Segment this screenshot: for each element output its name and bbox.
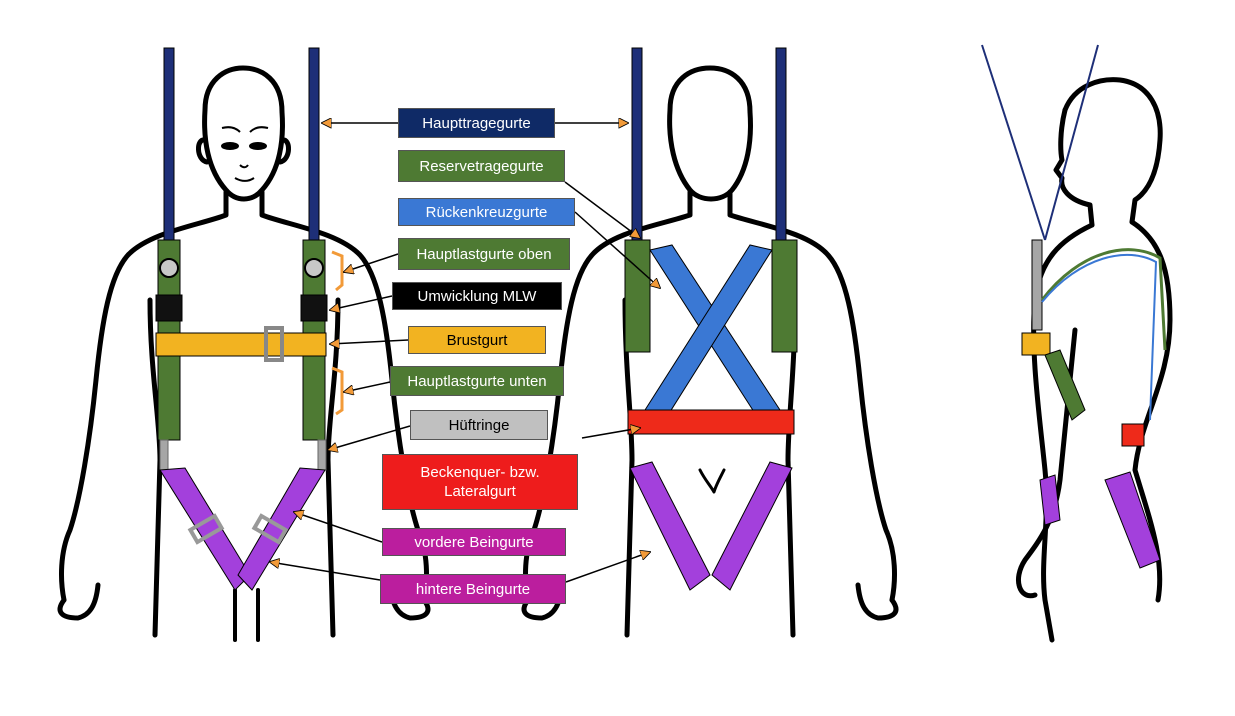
carabiner-icon <box>159 258 179 278</box>
back-head-outline <box>667 65 753 202</box>
reserve-riser-left <box>624 239 651 353</box>
hip-ring-left <box>159 439 169 471</box>
side-harness <box>981 44 1167 569</box>
label-brustgurt: Brustgurt <box>408 326 546 354</box>
front-head-outline <box>202 65 285 202</box>
label-umwicklung-mlw: Umwicklung MLW <box>392 282 562 310</box>
arrow-icon <box>344 253 399 272</box>
label-hauptlastgurte-unten: Hauptlastgurte unten <box>390 366 564 396</box>
arrow-icon <box>581 428 640 439</box>
buckle-icon <box>264 326 284 362</box>
back-leg-strap-right <box>711 461 793 591</box>
front-harness <box>155 47 344 591</box>
arrow-icon <box>330 295 393 310</box>
label-haupttragegurte: Haupttragegurte <box>398 108 555 138</box>
back-leg-strap-left <box>629 461 711 591</box>
arrow-icon <box>270 562 381 581</box>
label-hauptlastgurte-oben: Hauptlastgurte oben <box>398 238 570 270</box>
arrow-icon <box>564 181 640 238</box>
label-hintere-beingurte: hintere Beingurte <box>380 574 566 604</box>
arrow-icon <box>344 381 391 392</box>
mlw-wrap-right <box>300 294 328 322</box>
arrow-icon <box>294 512 383 543</box>
arrow-icon <box>328 425 411 450</box>
front-face <box>221 126 269 182</box>
label-vordere-beingurte: vordere Beingurte <box>382 528 566 556</box>
carabiner-icon <box>304 258 324 278</box>
reserve-riser-right <box>771 239 798 353</box>
back-harness <box>624 47 798 591</box>
hip-ring-right <box>317 439 327 471</box>
mlw-wrap-left <box>155 294 183 322</box>
arrow-icon <box>565 552 650 583</box>
lateral-strap <box>627 409 795 435</box>
leader-arrows <box>270 123 660 583</box>
back-figure <box>521 65 899 638</box>
label-hueftringe: Hüftringe <box>410 410 548 440</box>
arrow-icon <box>574 211 660 288</box>
label-reservetragegurte: Reservetragegurte <box>398 150 565 182</box>
label-rueckenkreuzgurte: Rückenkreuzgurte <box>398 198 575 226</box>
buckle-icon <box>187 513 225 545</box>
label-beckenquer: Beckenquer- bzw. Lateralgurt <box>382 454 578 510</box>
front-leg-strap-left <box>159 467 251 591</box>
buckle-icon <box>251 513 289 545</box>
arrow-icon <box>330 340 409 344</box>
chest-strap <box>155 332 327 357</box>
